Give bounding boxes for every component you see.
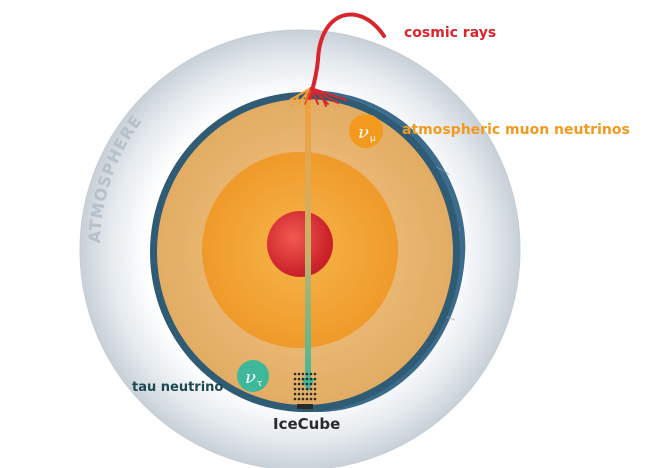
icecube-detector-icon	[293, 372, 317, 401]
detector-module	[301, 392, 305, 396]
detector-module	[309, 392, 313, 396]
detector-module	[297, 387, 301, 391]
detector-module	[293, 377, 297, 381]
detector-module	[293, 382, 297, 386]
detector-module	[313, 382, 317, 386]
detector-module	[309, 397, 313, 401]
detector-module	[313, 392, 317, 396]
icecube-lab-icon	[297, 404, 313, 409]
detector-module	[305, 392, 309, 396]
tau-neutrino-symbol: ν	[245, 367, 256, 388]
detector-module	[305, 372, 309, 376]
detector-module	[301, 372, 305, 376]
detector-module	[305, 377, 309, 381]
neutrino-beam	[305, 95, 311, 385]
detector-module	[309, 377, 313, 381]
icecube-label: IceCube	[273, 415, 341, 433]
beam-arrowhead	[301, 378, 315, 392]
detector-module	[297, 372, 301, 376]
detector-module	[293, 397, 297, 401]
detector-module	[309, 387, 313, 391]
detector-module	[313, 397, 317, 401]
detector-module	[297, 392, 301, 396]
atmospheric-muon-neutrinos-label: atmospheric muon neutrinos	[402, 122, 630, 138]
detector-module	[301, 377, 305, 381]
muon-neutrino-badge	[349, 114, 383, 148]
detector-module	[297, 377, 301, 381]
detector-module	[293, 372, 297, 376]
cosmic-rays-label: cosmic rays	[404, 25, 497, 41]
detector-module	[313, 387, 317, 391]
detector-module	[293, 387, 297, 391]
detector-module	[313, 377, 317, 381]
detector-module	[313, 372, 317, 376]
tau-subscript: τ	[257, 379, 262, 389]
air-shower	[289, 87, 347, 107]
detector-module	[293, 392, 297, 396]
detector-module	[309, 372, 313, 376]
detector-module	[301, 382, 305, 386]
detector-module	[309, 382, 313, 386]
inner-core	[267, 211, 333, 277]
muon-neutrino-symbol: ν	[358, 122, 369, 143]
muon-subscript: μ	[370, 134, 376, 144]
detector-module	[305, 382, 309, 386]
detector-module	[301, 387, 305, 391]
detector-module	[297, 397, 301, 401]
detector-module	[305, 387, 309, 391]
detector-module	[301, 397, 305, 401]
detector-module	[305, 397, 309, 401]
detector-module	[297, 382, 301, 386]
tau-neutrino-label: tau neutrino	[132, 380, 224, 395]
tau-neutrino-badge	[237, 360, 269, 392]
